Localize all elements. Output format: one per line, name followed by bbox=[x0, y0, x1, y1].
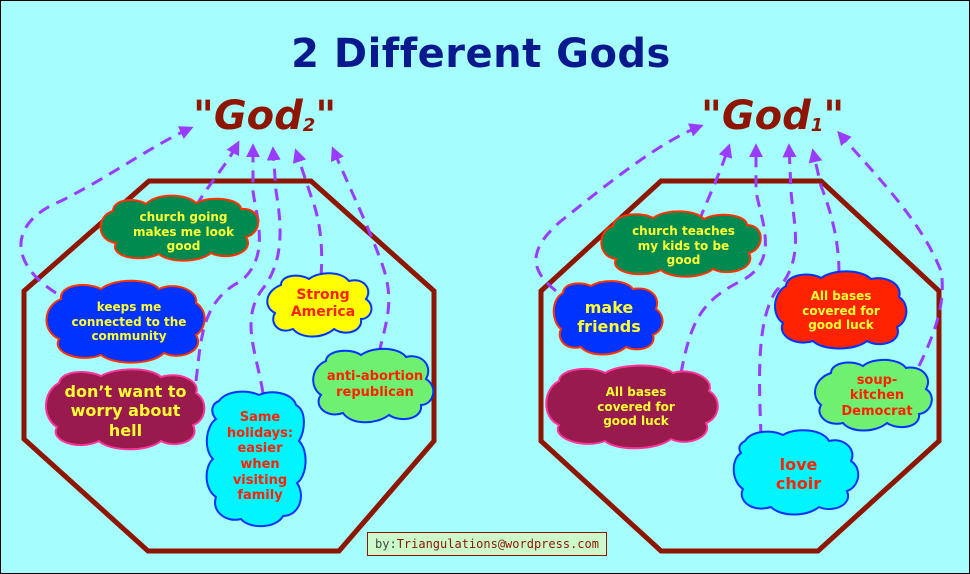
god2-label: "God2" bbox=[193, 93, 336, 139]
cloud-label: don’t want to worry about hell bbox=[64, 382, 187, 440]
cloud-label: Same holidays: easier when visiting fami… bbox=[226, 410, 294, 504]
cloud-label: make friends bbox=[577, 297, 641, 336]
cloud-anti-abortion bbox=[312, 347, 435, 424]
cloud-church-going bbox=[99, 194, 260, 262]
diagram-title: 2 Different Gods bbox=[291, 31, 671, 77]
cloud-soup-kitchen bbox=[814, 358, 933, 432]
cloud-all-bases-maroon bbox=[545, 364, 719, 450]
cloud-label: church going makes me look good bbox=[132, 210, 235, 254]
left-octagon bbox=[21, 178, 437, 554]
cloud-label: soup-kitchen Democrat bbox=[841, 372, 913, 419]
cloud-all-bases-red bbox=[774, 270, 908, 350]
credit-box: by:Triangulations@wordpress.com bbox=[367, 532, 607, 556]
cloud-label: Strong America bbox=[290, 287, 356, 320]
god2-subscript: 2 bbox=[302, 115, 316, 136]
god1-subscript: 1 bbox=[810, 115, 824, 136]
god2-close-quote: " bbox=[315, 93, 337, 139]
left-arrows bbox=[19, 126, 391, 394]
god2-text: "God bbox=[193, 93, 303, 139]
god1-close-quote: " bbox=[823, 93, 845, 139]
cloud-label: church teaches my kids to be good bbox=[632, 224, 735, 268]
credit-author: Triangulations@wordpress.com bbox=[396, 537, 599, 551]
god1-text: "God bbox=[701, 93, 811, 139]
cloud-strong-america bbox=[266, 272, 373, 338]
cloud-label: All bases covered for good luck bbox=[802, 289, 880, 333]
cloud-label: love choir bbox=[775, 454, 822, 493]
cloud-label: All bases covered for good luck bbox=[597, 385, 675, 429]
god1-label: "God1" bbox=[701, 93, 844, 139]
cloud-community bbox=[45, 279, 206, 364]
cloud-holidays bbox=[205, 390, 307, 528]
cloud-make-friends bbox=[552, 280, 664, 356]
cloud-label: anti-abortion republican bbox=[326, 369, 424, 400]
cloud-label: keeps me connected to the community bbox=[71, 300, 187, 344]
cloud-love-choir bbox=[732, 429, 860, 516]
right-arrows bbox=[534, 123, 944, 437]
cloud-church-teaches bbox=[600, 210, 762, 278]
right-octagon bbox=[538, 178, 942, 554]
cloud-worry-hell bbox=[45, 368, 206, 451]
credit-by: by: bbox=[375, 537, 397, 551]
